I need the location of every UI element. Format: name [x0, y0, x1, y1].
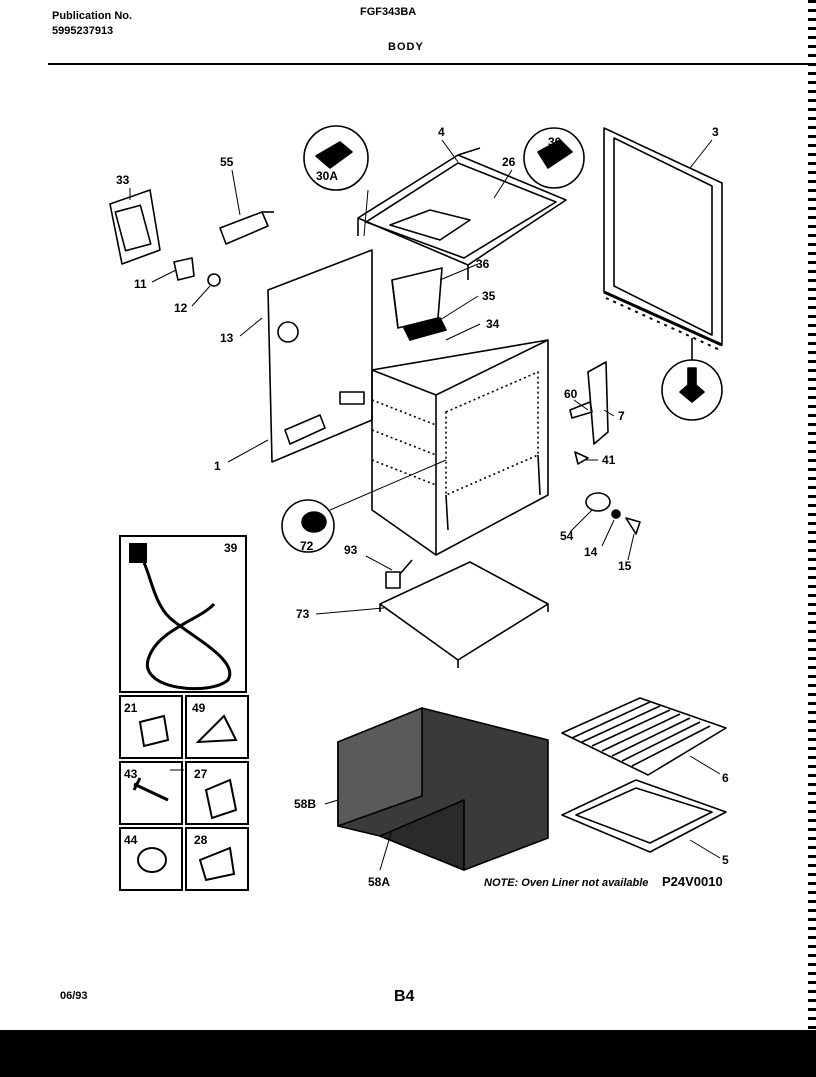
callout-12: 12 [174, 301, 188, 315]
callout-5: 5 [722, 853, 729, 867]
inset-box-21 [119, 695, 183, 759]
model-number: FGF343BA [360, 6, 417, 18]
callout-60: 60 [564, 387, 578, 401]
callout-44: 44 [124, 833, 138, 847]
exploded-parts-diagram: 1 3 4 5 6 7 11 12 13 14 15 21 26 27 28 3… [109, 125, 729, 891]
callout-49: 49 [192, 701, 206, 715]
side-panel-part [267, 249, 373, 463]
publication-label: Publication No. [52, 10, 133, 22]
callout-39: 39 [224, 541, 238, 555]
section-title: BODY [388, 41, 424, 53]
callout-30a: 30A [316, 169, 338, 183]
inset-box-44 [119, 827, 183, 891]
callout-3: 3 [712, 125, 719, 139]
hinge-parts [569, 361, 609, 465]
callout-72: 72 [300, 539, 314, 553]
callout-30: 30 [548, 135, 562, 149]
bottom-plate-part [379, 561, 549, 668]
callout-1: 1 [214, 459, 221, 473]
callout-14: 14 [584, 545, 598, 559]
callout-6: 6 [722, 771, 729, 785]
scan-border-bottom [0, 1030, 816, 1077]
callout-26: 26 [502, 155, 516, 169]
callout-55: 55 [220, 155, 234, 169]
callout-35: 35 [482, 289, 496, 303]
callout-43: 43 [124, 767, 138, 781]
drawing-number: P24V0010 [662, 874, 723, 889]
revision-date: 06/93 [60, 990, 88, 1002]
callout-58b: 58B [294, 797, 316, 811]
terminal-block-part [109, 189, 161, 265]
callout-21: 21 [124, 701, 138, 715]
scan-edge [808, 0, 816, 1030]
page-number: B4 [394, 988, 415, 1005]
oven-rack-part [561, 697, 727, 776]
cabinet-body-part [371, 339, 549, 556]
callout-36: 36 [476, 257, 490, 271]
inset-box-39 [119, 535, 247, 693]
callout-7: 7 [618, 409, 625, 423]
oven-bottom-part [561, 779, 727, 853]
knob-assembly-parts [585, 492, 641, 535]
inset-box-27 [185, 761, 249, 825]
inset-box-49 [185, 695, 249, 759]
inset-box-43 [119, 761, 183, 825]
callout-28: 28 [194, 833, 208, 847]
callout-73: 73 [296, 607, 310, 621]
callout-11: 11 [134, 277, 147, 291]
grommet-detail [281, 499, 335, 553]
header-rule [48, 63, 816, 65]
insulation-blanket-part [337, 707, 549, 871]
clip-bushing-parts [173, 257, 221, 287]
callout-93: 93 [344, 543, 358, 557]
publication-number: 5995237913 [52, 25, 114, 37]
callout-27: 27 [194, 767, 208, 781]
parts-inset-grid [119, 535, 249, 891]
bracket-bar-part [219, 211, 274, 245]
switch-part [385, 559, 413, 589]
inset-box-28 [185, 827, 249, 891]
callout-33: 33 [116, 173, 130, 187]
callout-58a: 58A [368, 875, 390, 889]
detail-bubble-30a [303, 125, 369, 191]
callout-15: 15 [618, 559, 632, 573]
vent-duct-part [391, 267, 447, 341]
callout-34: 34 [486, 317, 500, 331]
callout-54: 54 [560, 529, 574, 543]
leader-lines [129, 139, 721, 871]
callout-4: 4 [438, 125, 445, 139]
callout-41: 41 [602, 453, 616, 467]
callout-labels: 1 3 4 5 6 7 11 12 13 14 15 21 26 27 28 3… [116, 125, 729, 889]
door-frame-part [603, 127, 723, 351]
top-panel-part [357, 147, 567, 280]
callout-13: 13 [220, 331, 234, 345]
oven-liner-note: NOTE: Oven Liner not available [484, 877, 648, 889]
detail-bubble-30 [523, 127, 585, 189]
leveling-leg-detail [661, 338, 723, 421]
